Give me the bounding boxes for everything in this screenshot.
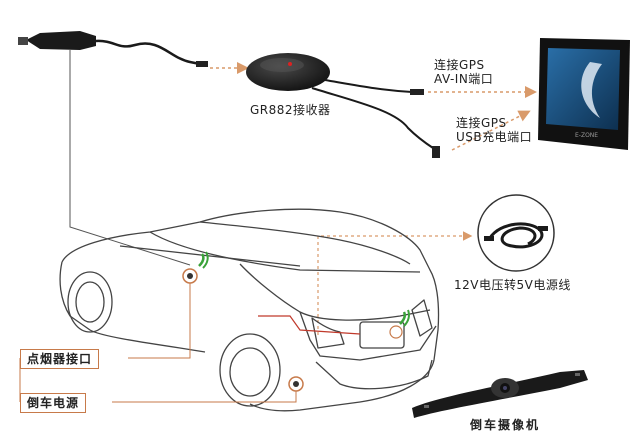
car-charger-plug (18, 31, 208, 67)
reverse-camera-device (412, 370, 588, 418)
cigarette-port-marker (182, 251, 209, 284)
reverse-power-wire (258, 315, 361, 335)
cigarette-guide-line (128, 283, 191, 359)
svg-text:E-ZONE: E-ZONE (575, 132, 598, 139)
camera-mount-marker (389, 309, 410, 339)
car-outline (59, 208, 440, 412)
usb-label-line2: USB充电端口 (456, 130, 533, 144)
usb-arrow (451, 110, 531, 151)
charger-route-line (69, 50, 191, 266)
gps-navigator: E-ZONE (538, 38, 630, 150)
power-cable-label: 12V电压转5V电源线 (454, 278, 571, 292)
usb-label-line1: 连接GPS (456, 116, 507, 130)
receiver-device (246, 53, 440, 158)
cigarette-port-label: 点烟器接口 (20, 349, 100, 369)
power-cable-coil (477, 194, 555, 272)
reverse-power-marker (288, 376, 304, 392)
av-in-label-line2: AV-IN端口 (434, 72, 494, 86)
av-in-label-line1: 连接GPS (434, 58, 485, 72)
reverse-power-label: 倒车电源 (20, 393, 87, 413)
receiver-label: GR882接收器 (250, 103, 331, 117)
reverse-camera-label: 倒车摄像机 (470, 418, 541, 432)
reverse-power-guide-line (112, 391, 297, 403)
